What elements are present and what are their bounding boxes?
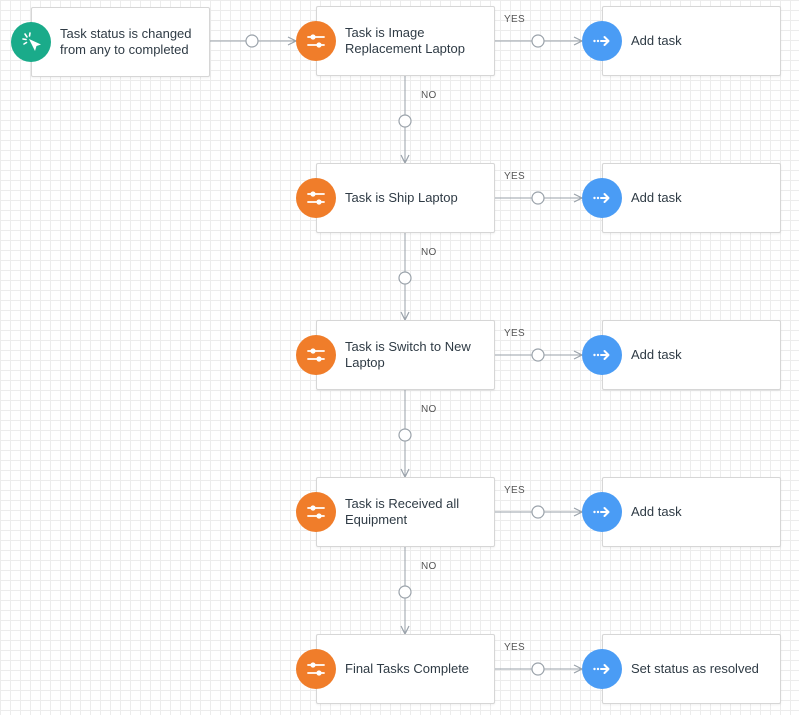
condition-card[interactable]: Final Tasks Complete <box>296 634 495 704</box>
trigger-connector-knob[interactable] <box>245 34 259 48</box>
yes-label: YES <box>504 642 525 653</box>
action-label: Add task <box>631 190 682 205</box>
filter-sliders-icon <box>296 649 336 689</box>
yes-connector-knob[interactable] <box>531 191 545 205</box>
action-label: Add task <box>631 504 682 519</box>
arrow-right-icon <box>582 649 622 689</box>
condition-card[interactable]: Task is Received all Equipment <box>296 477 495 547</box>
yes-connector-knob[interactable] <box>531 505 545 519</box>
arrow-right-icon <box>582 492 622 532</box>
no-connector-knob[interactable] <box>398 114 412 128</box>
filter-sliders-icon <box>296 492 336 532</box>
yes-connector-knob[interactable] <box>531 662 545 676</box>
condition-label: Task is Ship Laptop <box>345 190 458 205</box>
condition-label: Task is Received all Equipment <box>345 496 460 527</box>
action-card[interactable]: Set status as resolved <box>582 634 781 704</box>
action-card[interactable]: Add task <box>582 163 781 233</box>
filter-sliders-icon <box>296 335 336 375</box>
no-connector-knob[interactable] <box>398 428 412 442</box>
arrow-right-icon <box>582 335 622 375</box>
yes-connector-knob[interactable] <box>531 348 545 362</box>
condition-label: Task is Switch to New Laptop <box>345 339 471 370</box>
yes-label: YES <box>504 328 525 339</box>
condition-card[interactable]: Task is Switch to New Laptop <box>296 320 495 390</box>
action-card[interactable]: Add task <box>582 6 781 76</box>
filter-sliders-icon <box>296 21 336 61</box>
trigger-label: Task status is changed from any to compl… <box>60 26 192 57</box>
yes-connector-knob[interactable] <box>531 34 545 48</box>
action-card[interactable]: Add task <box>582 477 781 547</box>
trigger-card[interactable]: Task status is changed from any to compl… <box>11 7 210 77</box>
yes-label: YES <box>504 14 525 25</box>
no-connector-knob[interactable] <box>398 585 412 599</box>
no-connector-knob[interactable] <box>398 271 412 285</box>
condition-label: Task is Image Replacement Laptop <box>345 25 465 56</box>
filter-sliders-icon <box>296 178 336 218</box>
condition-label: Final Tasks Complete <box>345 661 470 676</box>
no-label: NO <box>421 90 437 101</box>
condition-card[interactable]: Task is Image Replacement Laptop <box>296 6 495 76</box>
action-label: Set status as resolved <box>631 661 759 676</box>
condition-card[interactable]: Task is Ship Laptop <box>296 163 495 233</box>
yes-label: YES <box>504 485 525 496</box>
arrow-right-icon <box>582 178 622 218</box>
action-label: Add task <box>631 33 682 48</box>
no-label: NO <box>421 561 437 572</box>
action-card[interactable]: Add task <box>582 320 781 390</box>
no-label: NO <box>421 247 437 258</box>
no-label: NO <box>421 404 437 415</box>
yes-label: YES <box>504 171 525 182</box>
trigger-cursor-icon <box>11 22 51 62</box>
arrow-right-icon <box>582 21 622 61</box>
action-label: Add task <box>631 347 682 362</box>
